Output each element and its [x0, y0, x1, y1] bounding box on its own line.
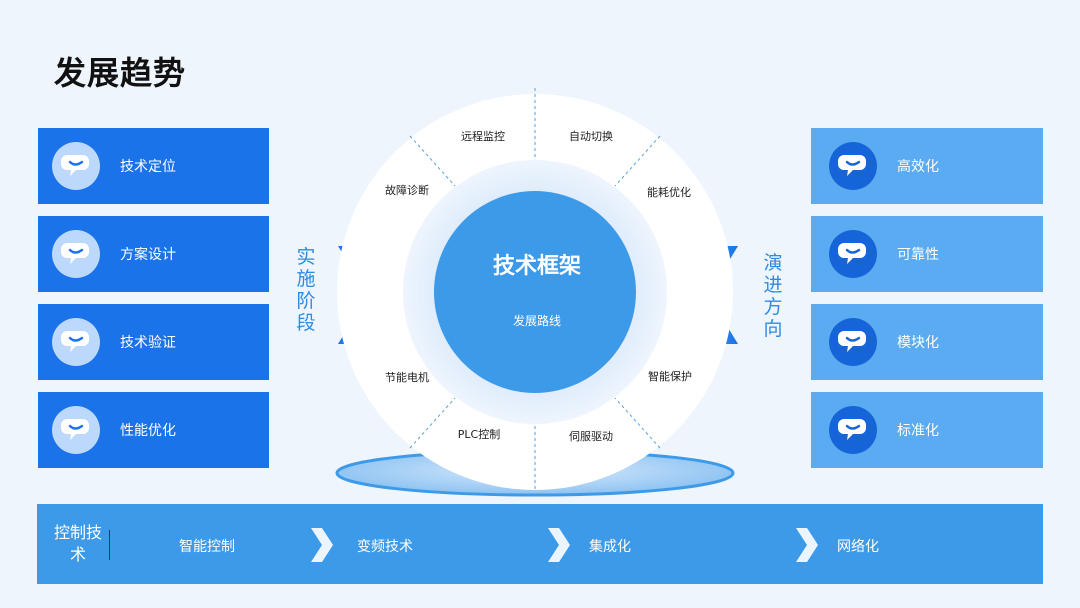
left-card-4[interactable]: 性能优化: [38, 392, 269, 468]
left-card-label: 方案设计: [120, 247, 176, 263]
right-card-3[interactable]: 模块化: [811, 304, 1043, 380]
right-card-label: 可靠性: [897, 247, 939, 263]
bottom-item: 智能控制: [179, 539, 235, 555]
chevron-right-icon: [796, 528, 818, 562]
chat-bubble-icon: [52, 142, 100, 190]
left-vertical-label: 实施阶段: [296, 246, 316, 334]
page-title: 发展趋势: [54, 54, 187, 92]
segment-label: 故障诊断: [385, 184, 429, 197]
segment-label: 智能保护: [648, 370, 692, 383]
chevron-right-icon: [311, 528, 333, 562]
left-card-1[interactable]: 技术定位: [38, 128, 269, 204]
left-card-2[interactable]: 方案设计: [38, 216, 269, 292]
center-title: 技术框架: [492, 254, 581, 279]
divider: [109, 530, 110, 560]
segment-label: 伺服驱动: [569, 430, 613, 443]
right-card-1[interactable]: 高效化: [811, 128, 1043, 204]
right-card-2[interactable]: 可靠性: [811, 216, 1043, 292]
bottom-item: 网络化: [837, 539, 879, 555]
left-card-label: 性能优化: [120, 423, 176, 439]
center-circle: [434, 191, 636, 393]
chat-bubble-icon: [829, 406, 877, 454]
bottom-category: 控制技术: [53, 523, 102, 564]
right-card-label: 标准化: [897, 423, 939, 439]
chat-bubble-icon: [52, 406, 100, 454]
bottom-item: 集成化: [589, 539, 631, 555]
right-vertical-label: 演进方向: [763, 252, 783, 340]
chat-bubble-icon: [52, 318, 100, 366]
left-card-3[interactable]: 技术验证: [38, 304, 269, 380]
chat-bubble-icon: [829, 142, 877, 190]
segment-label: PLC控制: [457, 428, 501, 441]
chat-bubble-icon: [829, 230, 877, 278]
segment-dividers: [409, 88, 661, 492]
central-ring-diagram: [335, 88, 735, 497]
left-card-label: 技术定位: [120, 159, 176, 175]
bottom-item: 变频技术: [357, 539, 413, 555]
segment-label: 能耗优化: [647, 186, 691, 199]
chevron-right-icon: [548, 528, 570, 562]
chat-bubble-icon: [52, 230, 100, 278]
segment-label: 节能电机: [385, 371, 429, 384]
segment-label: 远程监控: [461, 130, 505, 143]
left-card-label: 技术验证: [120, 335, 176, 351]
chat-bubble-icon: [829, 318, 877, 366]
right-card-4[interactable]: 标准化: [811, 392, 1043, 468]
right-card-label: 模块化: [897, 335, 939, 351]
bottom-bar: 控制技术 智能控制 变频技术 集成化 网络化: [37, 504, 1043, 584]
right-card-label: 高效化: [897, 159, 939, 175]
segment-label: 自动切换: [569, 130, 613, 143]
center-subtitle: 发展路线: [512, 314, 561, 328]
